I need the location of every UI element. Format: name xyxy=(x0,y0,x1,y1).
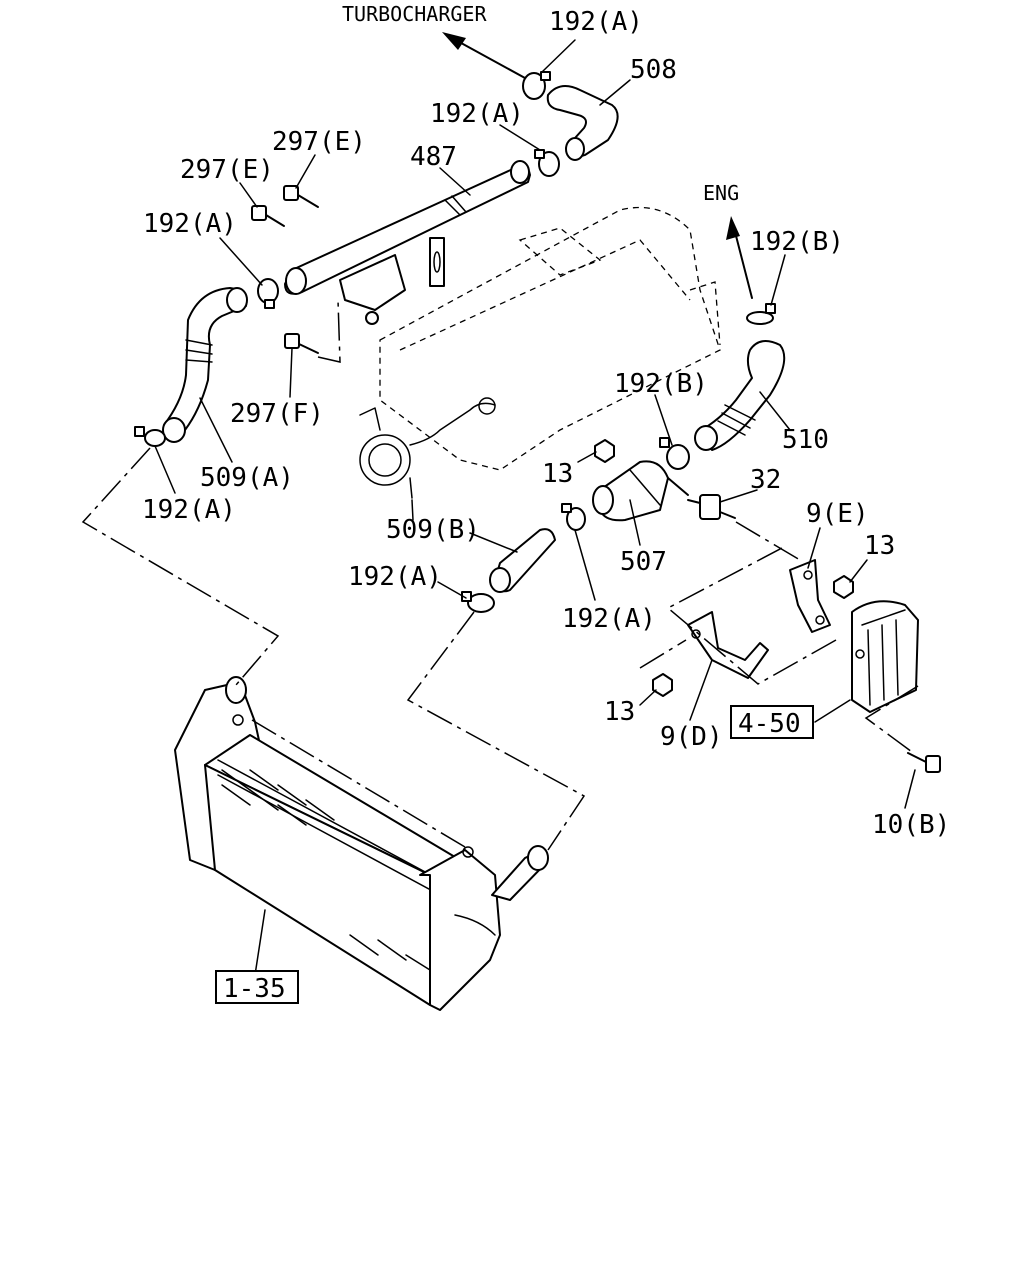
label-13-lower: 13 xyxy=(604,697,635,727)
label-297f: 297(F) xyxy=(230,399,324,429)
label-192a-left: 192(A) xyxy=(143,209,237,239)
nut-13-lower xyxy=(652,673,673,697)
label-9d: 9(D) xyxy=(660,722,723,752)
leader-lines xyxy=(154,39,916,976)
label-297e-2: 297(E) xyxy=(180,155,274,185)
connection-lines xyxy=(81,299,919,851)
clamp-192a-mid xyxy=(534,149,560,177)
nut-13-top xyxy=(594,439,615,463)
label-509b: 509(B) xyxy=(386,515,480,545)
label-192b-mid: 192(B) xyxy=(614,369,708,399)
pipe-487 xyxy=(284,160,531,325)
label-297e-1: 297(E) xyxy=(272,127,366,157)
label-509a: 509(A) xyxy=(200,463,294,493)
eng-arrow xyxy=(726,216,753,299)
intercooler xyxy=(174,676,549,1011)
hose-508 xyxy=(546,85,619,161)
ref-box-1-35 xyxy=(215,970,299,1004)
label-ref-4-50: 4-50 xyxy=(738,709,801,739)
clamp-192b-mid xyxy=(659,437,690,470)
label-192a-mid: 192(A) xyxy=(430,99,524,129)
hose-510 xyxy=(694,340,786,451)
sensor-32 xyxy=(687,494,736,520)
bolt-297f xyxy=(284,333,319,354)
bracket-9e xyxy=(789,559,831,633)
label-ref-1-35: 1-35 xyxy=(223,974,286,1004)
bracket-9d xyxy=(687,611,769,679)
label-turbocharger: TURBOCHARGER xyxy=(342,2,487,26)
bolt-297e-1 xyxy=(283,185,319,208)
nut-13-right xyxy=(833,575,854,599)
clamp-192b-top xyxy=(746,303,776,325)
clamp-192a-left-top xyxy=(257,278,279,309)
label-487: 487 xyxy=(410,142,457,172)
label-32: 32 xyxy=(750,465,781,495)
bolt-10b xyxy=(907,752,941,773)
turbocharger-arrow xyxy=(442,32,526,79)
label-192a-mid-left: 192(A) xyxy=(348,562,442,592)
label-192b-top: 192(B) xyxy=(750,227,844,257)
label-192a-lower-left: 192(A) xyxy=(142,495,236,525)
label-13-right: 13 xyxy=(864,531,895,561)
label-192a-top: 192(A) xyxy=(549,7,643,37)
clamp-192a-left-bottom xyxy=(134,426,166,447)
hose-509b xyxy=(489,528,556,593)
label-9e: 9(E) xyxy=(806,499,869,529)
label-192a-bottom: 192(A) xyxy=(562,604,656,634)
engine-block xyxy=(359,206,721,499)
hose-509a xyxy=(162,287,248,443)
label-eng: ENG xyxy=(703,181,739,205)
ref-box-4-50 xyxy=(730,705,814,739)
clamp-192a-top xyxy=(522,71,551,100)
label-510: 510 xyxy=(782,425,829,455)
label-13-top: 13 xyxy=(542,459,573,489)
bolt-297e-2 xyxy=(251,205,285,227)
label-508: 508 xyxy=(630,55,677,85)
outlet-507 xyxy=(592,460,689,522)
clamp-192a-lower xyxy=(461,591,495,613)
label-507: 507 xyxy=(620,547,667,577)
label-10b: 10(B) xyxy=(872,810,950,840)
clamp-192a-right xyxy=(561,503,586,531)
side-panel xyxy=(851,600,919,713)
